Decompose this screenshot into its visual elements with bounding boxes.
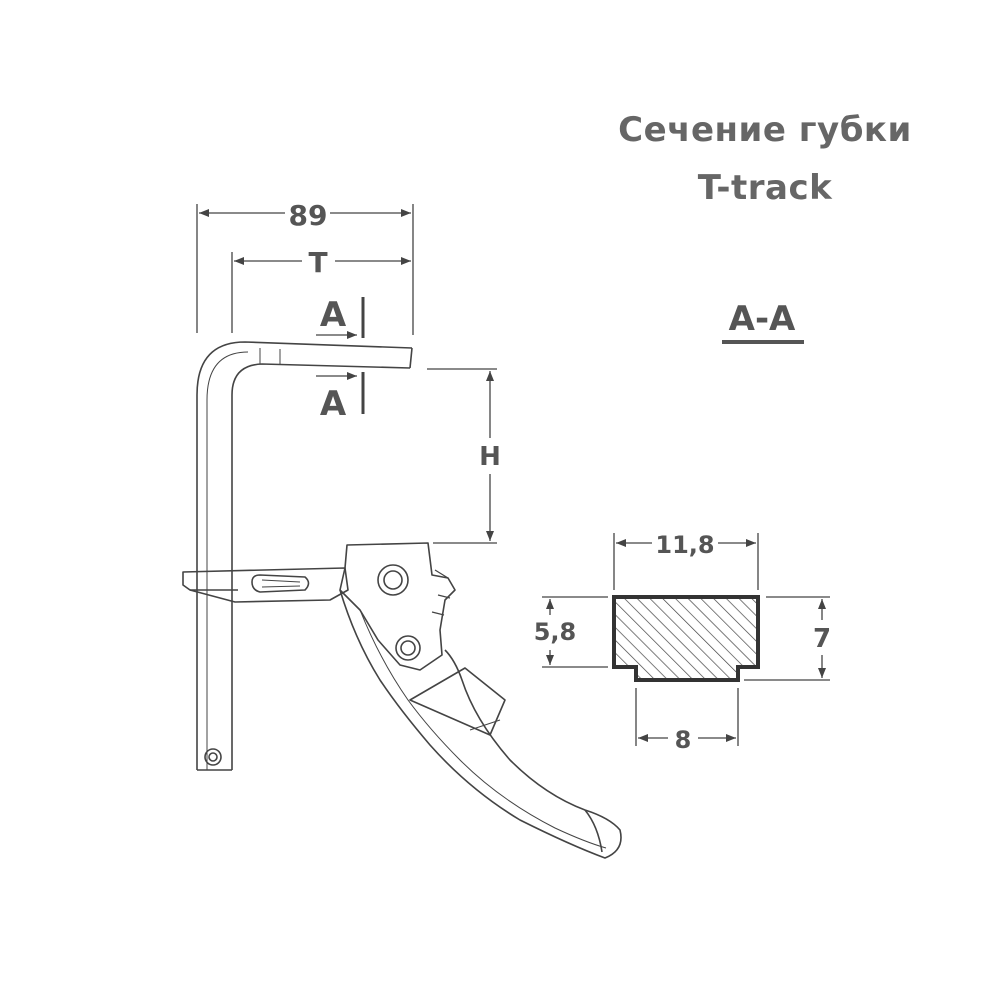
- dimension-5-8: [542, 596, 608, 668]
- sliding-arm: [182, 567, 349, 603]
- section-marker-bottom: A: [320, 384, 347, 424]
- clamp-drawing: [182, 341, 622, 859]
- section-label: A-A: [729, 299, 796, 339]
- dimension-5-8-label: 5,8: [534, 618, 577, 646]
- dimension-8: [635, 688, 739, 746]
- dimension-t-label: T: [308, 246, 327, 279]
- clamp-head: [339, 542, 456, 671]
- clamp-rail: [196, 341, 413, 771]
- dimension-8-label: 8: [675, 726, 692, 754]
- dimension-7-label: 7: [813, 624, 831, 654]
- dimension-89: [196, 204, 414, 335]
- dimension-h-label: H: [479, 442, 501, 472]
- section-marker-top: A: [320, 295, 347, 335]
- ttrack-profile: [612, 595, 760, 682]
- dimension-11-8-label: 11,8: [655, 531, 714, 559]
- clamp-handle: [339, 589, 622, 859]
- title-line-2: T-track: [697, 168, 833, 208]
- dimension-11-8: [613, 533, 759, 590]
- title-line-1: Сечение губки: [618, 110, 912, 150]
- section-cut-marker: [316, 297, 365, 414]
- dimension-7: [744, 596, 830, 681]
- dimension-t: [231, 252, 411, 333]
- dimension-h: [427, 368, 497, 544]
- dimension-89-label: 89: [289, 199, 328, 232]
